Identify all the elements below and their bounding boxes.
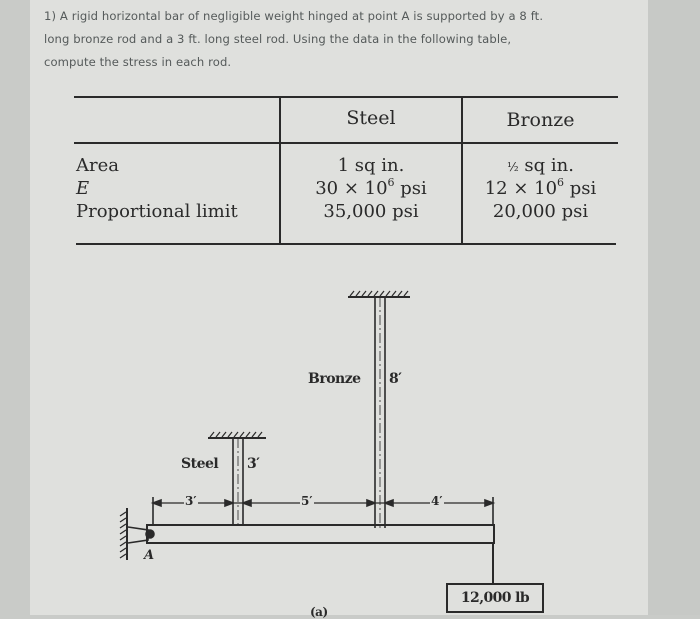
page-margin — [648, 0, 700, 615]
table-bottom-rule — [76, 243, 616, 245]
bronze-proportional-limit: 20,000 psi — [492, 201, 589, 222]
bronze-e-exponent: 6 — [557, 176, 565, 189]
material-properties-table: Steel Bronze Area E Proportional limit 1… — [74, 96, 618, 246]
question-line: 1) A rigid horizontal bar of negligible … — [44, 9, 544, 23]
question-line: long bronze rod and a 3 ft. long steel r… — [44, 32, 512, 46]
steel-rod-length: 3′ — [247, 456, 260, 472]
steel-proportional-limit: 35,000 psi — [323, 201, 419, 222]
dimension-a-to-steel: 3′ — [184, 494, 198, 508]
bronze-e: 12 × 106 psi — [463, 175, 618, 202]
table-column-divider — [461, 98, 463, 244]
bronze-e-unit: psi — [564, 178, 597, 199]
question-line: compute the stress in each rod. — [44, 55, 232, 69]
bronze-area: ½ sq in. — [463, 152, 618, 181]
table-column-divider — [279, 98, 281, 244]
bronze-rod-length: 8′ — [389, 371, 402, 387]
table-header-rule — [74, 142, 618, 144]
bronze-area-fraction: ½ — [507, 160, 519, 174]
row-label-proportional-limit: Proportional limit — [76, 201, 238, 222]
row-label-area: Area — [76, 155, 119, 176]
steel-e-unit: psi — [394, 178, 427, 199]
load-box: 12,000 lb — [446, 583, 544, 613]
steel-e: 30 × 106 psi — [281, 175, 461, 202]
bronze-e-base: 12 × 10 — [484, 178, 558, 199]
structure-diagram: Bronze 8′ Steel 3′ 3′ 5′ 4′ A 12,000 lb … — [100, 275, 560, 619]
bronze-area-unit: sq in. — [518, 155, 574, 176]
steel-e-exponent: 6 — [387, 176, 395, 189]
table-top-rule — [74, 96, 618, 98]
steel-e-base: 30 × 10 — [315, 178, 388, 199]
diagram-drawing — [119, 290, 496, 585]
dimension-steel-to-bronze: 5′ — [300, 494, 314, 508]
hinge-point-label: A — [144, 548, 154, 563]
row-label-e: E — [76, 178, 90, 199]
question-text: 1) A rigid horizontal bar of negligible … — [44, 5, 644, 74]
document-page — [30, 0, 648, 615]
column-header-steel: Steel — [346, 107, 396, 129]
steel-rod-label: Steel — [181, 456, 219, 472]
steel-area: 1 sq in. — [337, 155, 405, 176]
column-header-bronze: Bronze — [506, 109, 575, 131]
bronze-rod-label: Bronze — [308, 371, 361, 387]
dimension-bronze-to-end: 4′ — [430, 494, 444, 508]
figure-caption: (a) — [310, 605, 328, 619]
